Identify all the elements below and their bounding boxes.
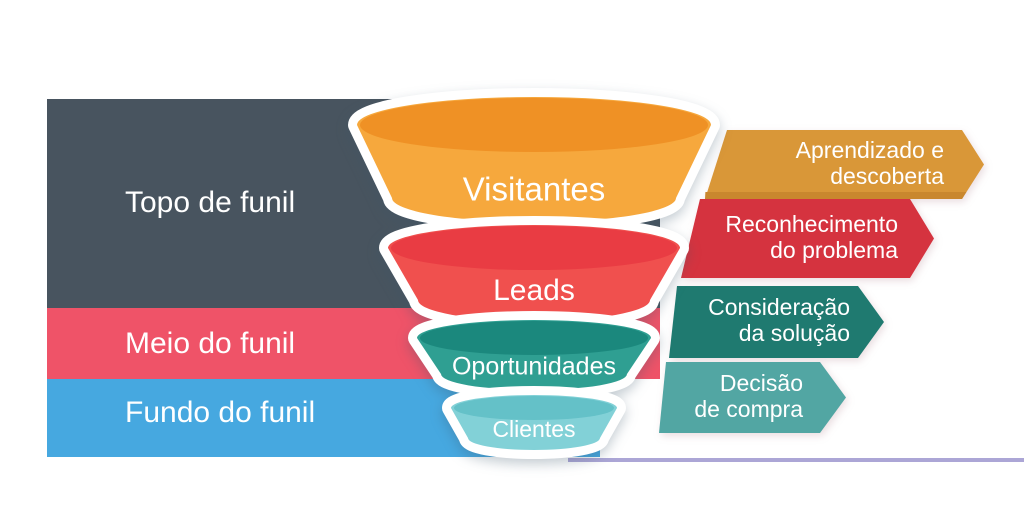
funnel-label-visitantes: Visitantes <box>463 171 605 208</box>
funnel-stage-visitantes: Visitantes <box>348 88 720 231</box>
flow-arrow-consideracao <box>669 286 884 358</box>
flow-arrow-aprendizado-shade <box>705 192 967 199</box>
funnel-stage-clientes: Clientes <box>442 386 626 459</box>
flow-arrow-reconhecimento <box>681 199 934 278</box>
divider-line <box>568 458 1024 462</box>
funnel-label-oportunidades: Oportunidades <box>452 353 616 381</box>
flow-label-reconhecimento-line1: Reconhecimento <box>725 211 898 237</box>
flow-label-decisao-line1: Decisão <box>720 370 803 396</box>
flow-label-reconhecimento-line2: do problema <box>770 237 898 263</box>
funnel-stage-leads: Leads <box>379 216 689 330</box>
flow-arrows: Aprendizado e descoberta Reconhecimento … <box>659 130 984 433</box>
flow-label-decisao-line2: de compra <box>694 396 803 422</box>
stage-label-fundo: Fundo do funil <box>125 396 315 429</box>
funnel-stage-leads-rim <box>391 226 677 270</box>
funnel-stage-clientes-rim <box>454 396 614 420</box>
flow-arrow-aprendizado <box>705 130 984 199</box>
funnel-label-leads: Leads <box>493 274 575 307</box>
funnel: Visitantes Leads Oportunidades Clientes <box>348 88 720 459</box>
stage-label-meio: Meio do funil <box>125 327 295 360</box>
flow-label-aprendizado-line2: descoberta <box>830 163 944 189</box>
funnel-stage-oportunidades: Oportunidades <box>408 311 660 399</box>
stage-label-topo: Topo de funil <box>125 186 295 219</box>
flow-label-consideracao-line1: Consideração <box>708 294 850 320</box>
funnel-stage-oportunidades-rim <box>420 321 648 355</box>
funnel-stage-visitantes-rim <box>360 98 708 152</box>
flow-label-aprendizado-line1: Aprendizado e <box>796 137 944 163</box>
flow-label-consideracao-line2: da solução <box>739 320 850 346</box>
funnel-label-clientes: Clientes <box>492 416 575 442</box>
flow-arrow-decisao <box>659 362 846 433</box>
